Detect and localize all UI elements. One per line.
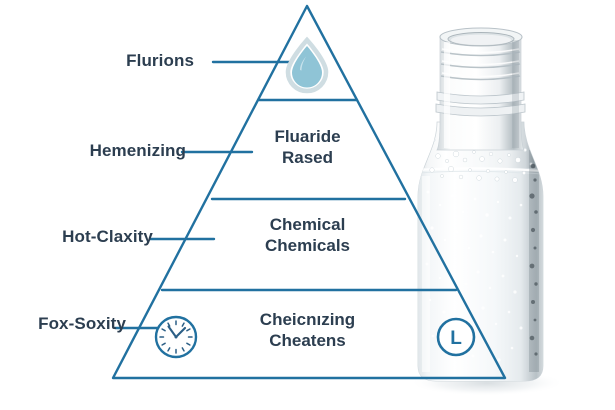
callout-label-flurions: Flurions — [126, 51, 194, 70]
bottle-badge-label: L — [450, 328, 462, 349]
pyramid-tier-4-text: Cheicnızing Cheatens — [259, 310, 356, 350]
callout-label-hot-claxity: Hot-Claxity — [62, 227, 153, 246]
pyramid-outline — [111, 4, 507, 380]
pyramid-tier-3-text: Chemical Chemicals — [264, 215, 351, 255]
pyramid-tier-2-text: Fluaride Rased — [274, 127, 341, 167]
callout-label-fox-soxity: Fox-Soxity — [38, 314, 126, 333]
water-drop-icon — [285, 36, 329, 94]
callout-label-hemenizing: Hemenizing — [89, 141, 186, 160]
clock-icon — [154, 315, 198, 359]
bottle-badge-L: L — [436, 317, 476, 357]
